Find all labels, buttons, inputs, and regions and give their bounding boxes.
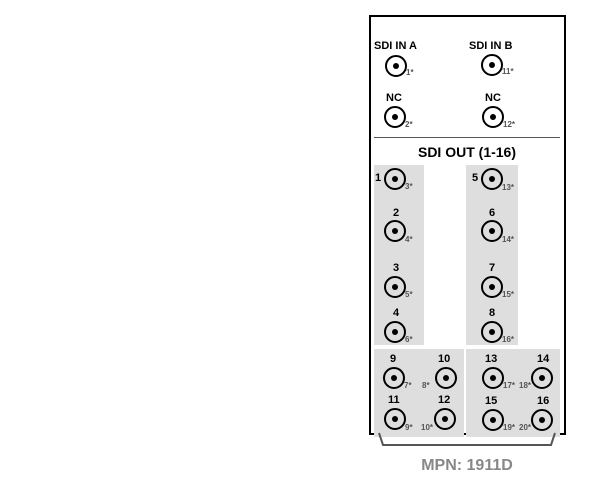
sdi-in-a-number: 1* (406, 68, 414, 77)
output-1-number: 3* (405, 182, 413, 191)
output-14-connector-icon[interactable] (531, 367, 553, 389)
output-12-number: 10* (421, 423, 434, 432)
sdi-in-b-connector-icon[interactable] (481, 54, 503, 76)
output-8-connector-icon[interactable] (481, 321, 503, 343)
output-16-connector-icon[interactable] (531, 409, 553, 431)
output-3-label: 3 (393, 262, 400, 274)
output-12-label: 12 (438, 394, 451, 406)
nc-left-label: NC (386, 92, 402, 104)
sdi-in-b-label: SDI IN B (469, 40, 513, 52)
output-5-number: 13* (502, 183, 515, 192)
output-16-label: 16 (537, 395, 550, 407)
output-5-connector-icon[interactable] (481, 168, 503, 190)
nc-left-number: 2* (405, 120, 413, 129)
output-8-label: 8 (489, 307, 496, 319)
output-3-number: 5* (405, 290, 413, 299)
output-2-number: 4* (405, 235, 413, 244)
output-7-number: 15* (502, 290, 515, 299)
output-4-label: 4 (393, 307, 400, 319)
nc-left-connector-icon[interactable] (384, 106, 406, 128)
output-15-number: 19* (503, 423, 516, 432)
output-4-connector-icon[interactable] (384, 321, 406, 343)
sdi-in-a-connector-icon[interactable] (385, 55, 407, 77)
mounting-bracket-icon (378, 432, 556, 446)
output-6-connector-icon[interactable] (481, 220, 503, 242)
mpn-label: MPN: 1911D (421, 457, 513, 474)
output-12-connector-icon[interactable] (434, 408, 456, 430)
nc-right-number: 12* (503, 120, 516, 129)
output-15-label: 15 (485, 395, 498, 407)
output-3-connector-icon[interactable] (384, 276, 406, 298)
output-15-connector-icon[interactable] (482, 409, 504, 431)
section-divider (374, 137, 560, 138)
sdi-out-title: SDI OUT (1-16) (417, 144, 516, 160)
sdi-in-a-label: SDI IN A (374, 40, 417, 52)
output-10-label: 10 (438, 353, 451, 365)
output-10-connector-icon[interactable] (435, 367, 457, 389)
output-11-label: 11 (388, 394, 400, 406)
output-7-connector-icon[interactable] (481, 276, 503, 298)
output-9-connector-icon[interactable] (383, 367, 405, 389)
output-11-connector-icon[interactable] (384, 408, 406, 430)
output-13-connector-icon[interactable] (482, 367, 504, 389)
nc-right-connector-icon[interactable] (482, 106, 504, 128)
nc-right-label: NC (485, 92, 501, 104)
output-1-label: 1 (375, 172, 382, 184)
output-8-number: 16* (502, 335, 515, 344)
output-6-number: 14* (502, 235, 515, 244)
output-group-right-shade (466, 165, 518, 345)
output-9-label: 9 (390, 353, 397, 365)
output-group-left-shade (374, 165, 424, 345)
output-14-label: 14 (537, 353, 550, 365)
output-9-number: 7* (404, 381, 412, 390)
output-1-connector-icon[interactable] (384, 168, 406, 190)
output-10-number: 8* (422, 381, 430, 390)
output-5-label: 5 (472, 172, 479, 184)
output-13-label: 13 (485, 353, 498, 365)
output-6-label: 6 (489, 207, 496, 219)
output-2-connector-icon[interactable] (384, 220, 406, 242)
output-7-label: 7 (489, 262, 496, 274)
output-2-label: 2 (393, 207, 400, 219)
output-13-number: 17* (503, 381, 516, 390)
output-11-number: 9* (405, 423, 413, 432)
output-4-number: 6* (405, 335, 413, 344)
output-16-number: 20* (519, 423, 532, 432)
sdi-in-b-number: 11* (502, 67, 514, 76)
output-14-number: 18* (519, 381, 532, 390)
